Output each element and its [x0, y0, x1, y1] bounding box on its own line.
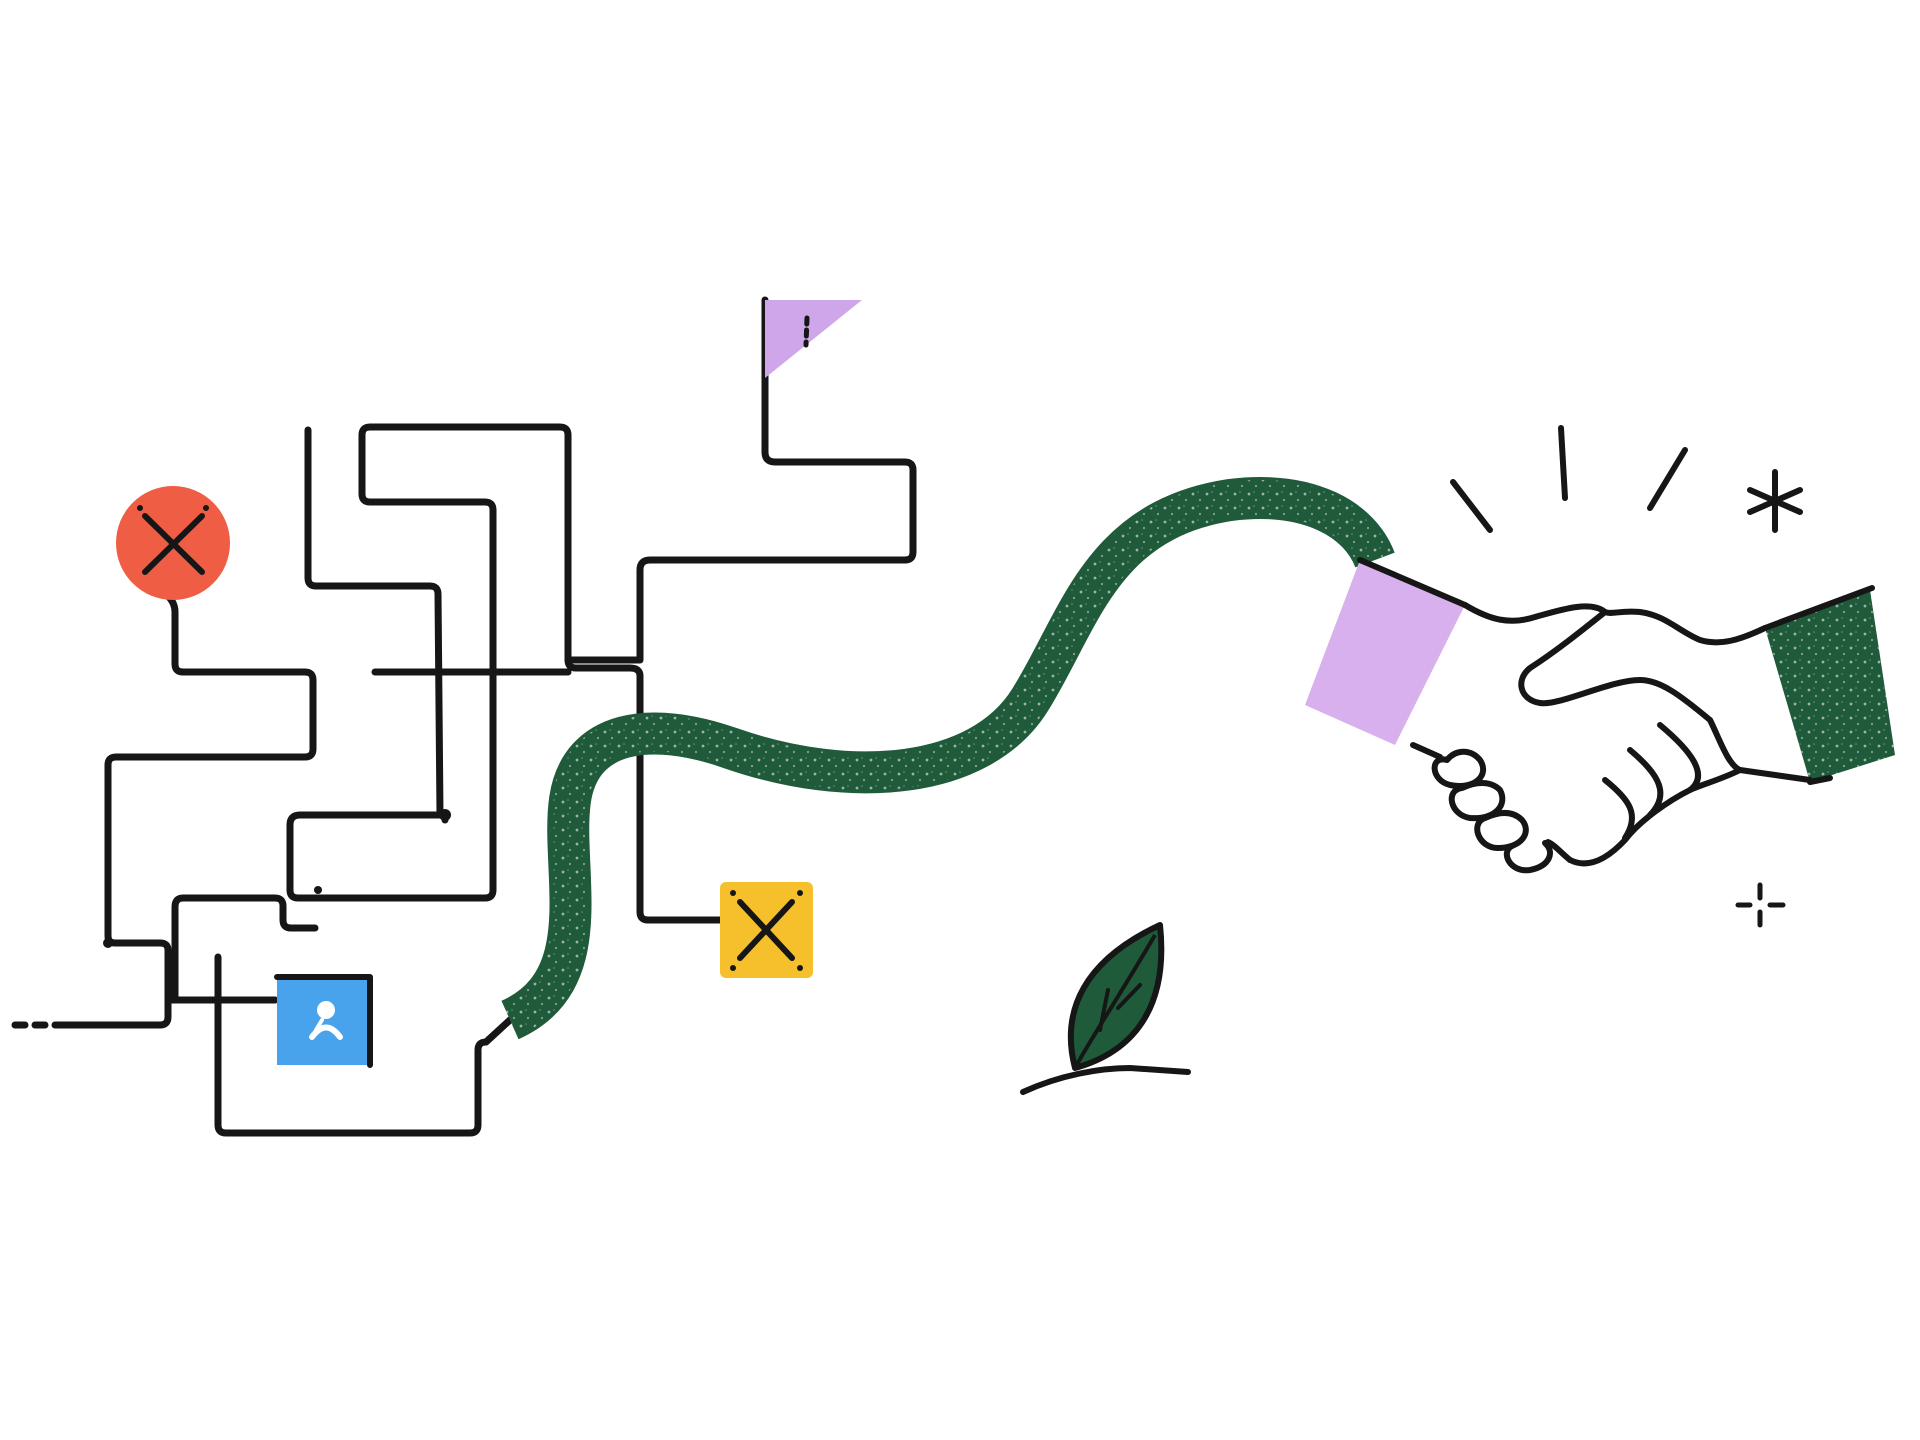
goal-flag	[765, 300, 862, 378]
leaf-icon	[1067, 922, 1165, 1071]
start-marker-blue	[274, 974, 373, 1068]
handshake-icon	[1410, 602, 1813, 874]
x-mark-icon	[737, 899, 795, 961]
left-cuff	[1305, 560, 1465, 745]
emphasis-strokes	[1450, 425, 1688, 533]
motion-lines-icon	[1450, 425, 1688, 533]
leaf	[1020, 922, 1191, 1095]
maze-paths	[11, 296, 917, 1137]
sparkle-cross	[1735, 882, 1786, 928]
sparkle-icon	[1735, 882, 1786, 928]
connecting-ribbon	[500, 477, 1395, 1040]
flag-icon	[765, 300, 862, 378]
sparkle-asterisk	[1747, 469, 1803, 533]
x-mark-icon	[142, 513, 205, 575]
person-icon	[309, 1001, 343, 1040]
handshake	[1305, 557, 1895, 874]
asterisk-icon	[1747, 469, 1803, 533]
failed-endpoint-red	[116, 486, 230, 600]
failed-endpoint-yellow	[720, 882, 813, 978]
